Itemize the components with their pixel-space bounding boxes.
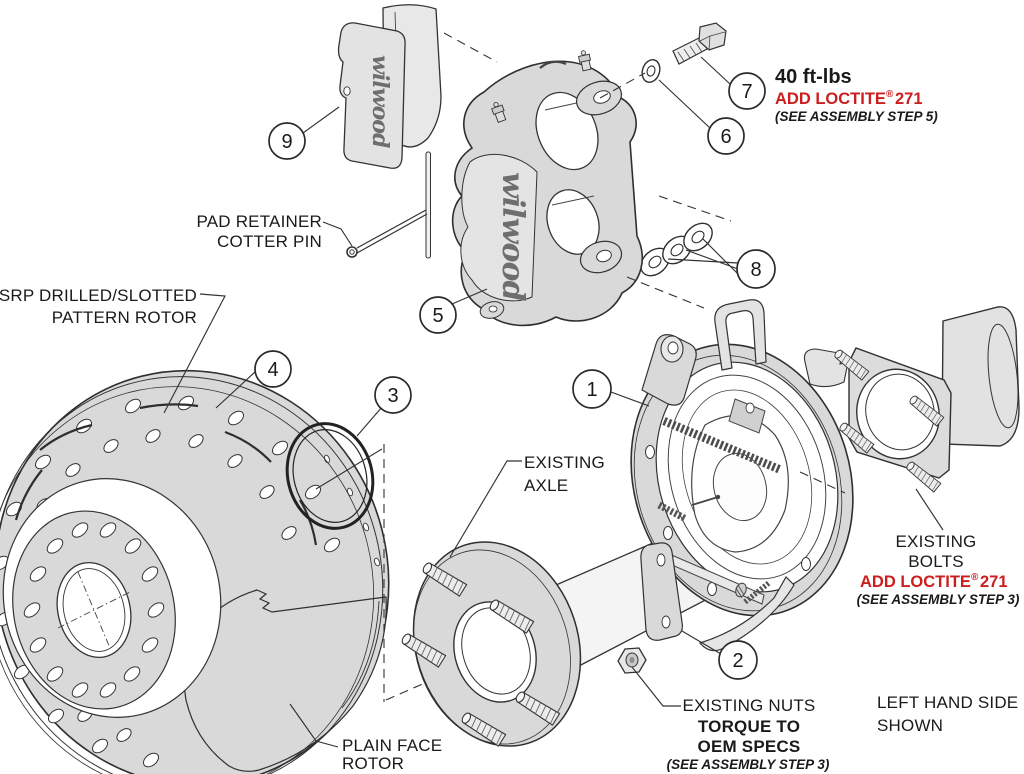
- rotor-drilled-slotted: [0, 369, 390, 774]
- pad-retainer-pin: [425, 151, 431, 259]
- axle-housing-flange: [832, 306, 1020, 493]
- loctite-note-step3: ADD LOCTITE: [860, 573, 971, 591]
- pad-front: [337, 22, 406, 169]
- assembly-note-step3-bolts: (SEE ASSEMBLY STEP 3): [857, 592, 1020, 607]
- label-oem-specs: OEM SPECS: [698, 737, 801, 756]
- callout-5-number: 5: [432, 305, 443, 327]
- label-pad-retainer-1: PAD RETAINER: [196, 212, 322, 231]
- existing-nut: [617, 647, 647, 674]
- caliper-brand-logo: wilwood: [495, 172, 530, 301]
- callout-7: 7: [728, 72, 766, 110]
- parking-lever: [698, 576, 795, 652]
- snap-ring: [285, 422, 375, 530]
- leader-lines: [163, 56, 944, 748]
- callout-5: 5: [419, 296, 457, 334]
- callout-4-number: 4: [267, 359, 278, 381]
- loctite-number: 271: [895, 90, 923, 108]
- label-pad-retainer-2: COTTER PIN: [217, 232, 322, 251]
- callouts: 1 2 3 4 5 6 7 8 9: [254, 72, 776, 680]
- pad-brand-logo: wilwood: [367, 55, 393, 148]
- callout-3-number: 3: [387, 385, 398, 407]
- bleed-screw: [577, 50, 592, 72]
- return-spring: [662, 417, 783, 474]
- label-torque-to: TORQUE TO: [698, 717, 800, 736]
- label-existing-bolts-2: BOLTS: [908, 552, 963, 571]
- bleed-screw: [491, 101, 507, 123]
- annotations: 40 ft-lbs ADD LOCTITE ® 271 (SEE ASSEMBL…: [0, 66, 1020, 773]
- callout-3: 3: [374, 376, 412, 414]
- label-existing-axle-1: EXISTING: [524, 453, 605, 472]
- brake-pads: wilwood: [337, 4, 442, 169]
- brake-caliper: wilwood: [451, 50, 644, 327]
- registered-mark: ®: [971, 572, 979, 583]
- rotor-rim-ticks: [323, 454, 381, 567]
- label-plain-face-2: ROTOR: [342, 754, 404, 773]
- centerline-snapring: [315, 448, 383, 490]
- label-existing-bolts-1: EXISTING: [896, 532, 977, 551]
- callout-6: 6: [707, 117, 745, 155]
- hold-down-spring: [657, 501, 688, 523]
- caliper-bracket: [714, 299, 767, 371]
- registered-mark: ®: [886, 89, 894, 100]
- rotor-drill-holes: [0, 395, 341, 768]
- hold-down-pin: [691, 496, 719, 506]
- cotter-pin: [346, 209, 428, 258]
- callout-6-number: 6: [720, 126, 731, 148]
- label-srp-rotor-2: PATTERN ROTOR: [52, 308, 197, 327]
- washer: [641, 59, 661, 83]
- callout-8-number: 8: [750, 259, 761, 281]
- loctite-note-step5: ADD LOCTITE: [775, 90, 886, 108]
- label-existing-axle-2: AXLE: [524, 476, 568, 495]
- rotor-slots: [14, 403, 318, 546]
- callout-2: 2: [718, 640, 758, 680]
- washer-stack: [634, 217, 719, 282]
- callout-8: 8: [736, 249, 776, 289]
- callout-7-number: 7: [741, 81, 752, 103]
- mounting-bolt: [672, 22, 727, 65]
- callout-1: 1: [572, 369, 612, 409]
- label-plain-face-1: PLAIN FACE: [342, 736, 442, 755]
- parking-brake-assembly: [630, 299, 854, 652]
- callout-9: 9: [268, 122, 306, 160]
- label-srp-rotor-1: SRP DRILLED/SLOTTED: [0, 286, 197, 305]
- loctite-number: 271: [980, 573, 1008, 591]
- mount-ear-bottom: [640, 542, 683, 641]
- callout-4: 4: [254, 350, 292, 388]
- anchor-block: [728, 398, 766, 434]
- assembly-note-step5: (SEE ASSEMBLY STEP 5): [775, 109, 938, 124]
- torque-spec: 40 ft-lbs: [775, 66, 852, 88]
- axle-tube: [941, 306, 1020, 447]
- assembly-note-step3-nuts: (SEE ASSEMBLY STEP 3): [667, 757, 830, 772]
- label-existing-nuts: EXISTING NUTS: [683, 696, 816, 715]
- callout-9-number: 9: [281, 131, 292, 153]
- assembly-axis-lines: [443, 32, 846, 494]
- rotor-hub-holes: [23, 522, 165, 698]
- label-left-hand-side-2: SHOWN: [877, 716, 943, 735]
- label-left-hand-side-1: LEFT HAND SIDE: [877, 693, 1018, 712]
- callout-1-number: 1: [586, 379, 597, 401]
- callout-2-number: 2: [732, 650, 743, 672]
